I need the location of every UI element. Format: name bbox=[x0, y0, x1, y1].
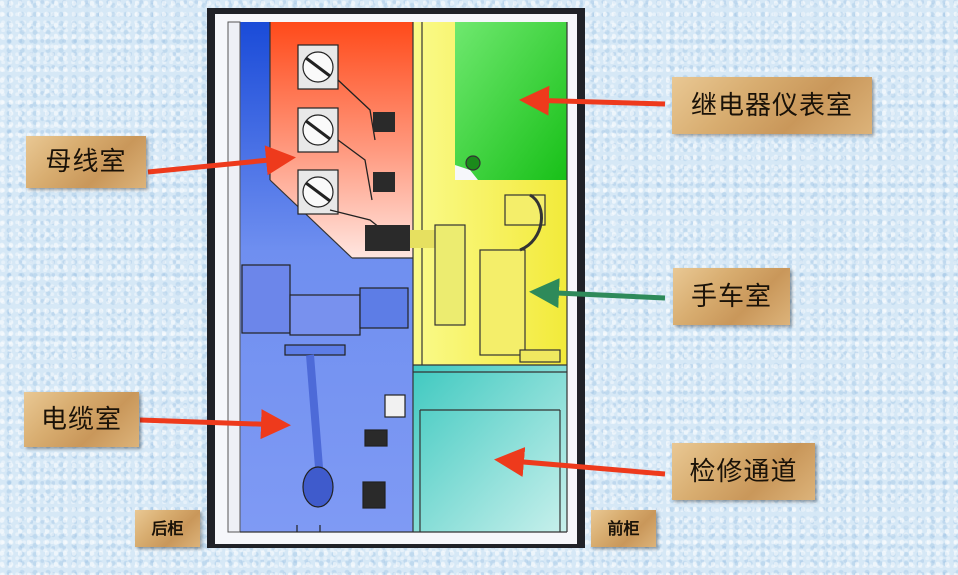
cable-parts bbox=[241, 264, 409, 532]
arrow-relay bbox=[519, 85, 666, 116]
label-maintenance: 检修通道 bbox=[672, 443, 815, 500]
maintenance-compartment bbox=[413, 365, 567, 532]
label-busbar: 母线室 bbox=[26, 136, 146, 188]
relay-compartment bbox=[455, 22, 567, 180]
label-rear: 后柜 bbox=[135, 510, 200, 547]
label-front: 前柜 bbox=[591, 510, 656, 547]
busbar-insulators bbox=[297, 44, 339, 215]
circuit-breaker bbox=[434, 155, 561, 363]
contact-boxes bbox=[365, 112, 435, 251]
label-trolley: 手车室 bbox=[673, 268, 790, 325]
arrow-trolley bbox=[529, 278, 666, 309]
rear-wall bbox=[227, 21, 241, 533]
arrow-maintenance bbox=[494, 447, 666, 477]
label-relay: 继电器仪表室 bbox=[672, 77, 872, 134]
arrow-busbar bbox=[147, 145, 296, 176]
label-cable: 电缆室 bbox=[24, 392, 139, 447]
divider-lines bbox=[240, 22, 568, 533]
arrow-cable bbox=[139, 409, 291, 440]
